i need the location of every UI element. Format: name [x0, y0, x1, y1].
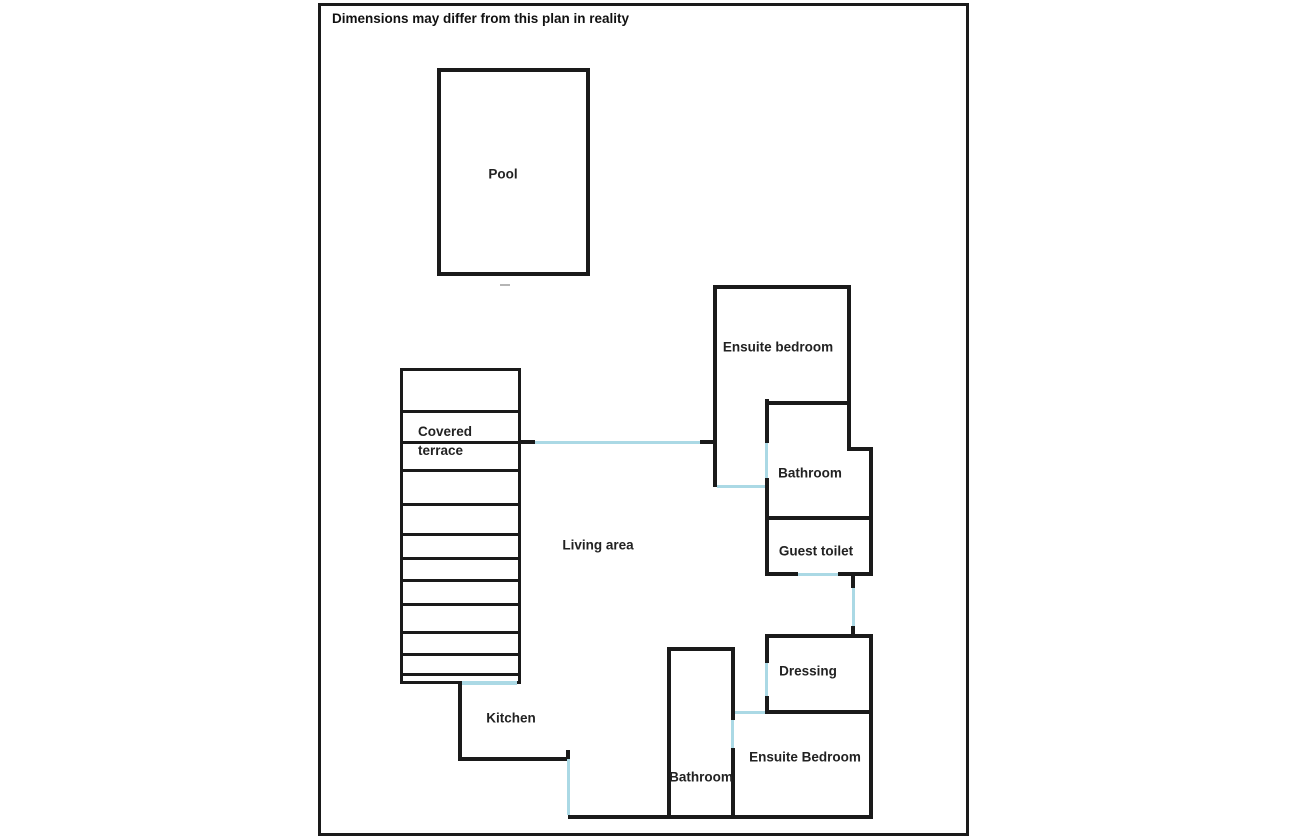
door-opening-terrace-kitchen — [462, 681, 517, 685]
pool-outline — [437, 68, 590, 276]
wall-segment — [700, 440, 714, 444]
wall-segment — [566, 750, 570, 759]
plan-border — [318, 3, 969, 836]
wall-segment — [847, 285, 851, 451]
terrace-slat-line — [400, 603, 521, 606]
door-opening-bathroom-top — [765, 443, 768, 478]
door-opening-ensuite-bedroom-bottom — [735, 711, 765, 714]
wall-segment — [869, 634, 873, 714]
wall-segment — [519, 440, 535, 444]
door-opening-dressing — [765, 663, 768, 696]
room-label-bathroom-bottom: Bathroom — [669, 769, 733, 785]
wall-segment — [765, 710, 873, 714]
wall-segment — [458, 682, 462, 761]
door-opening-corridor — [852, 588, 855, 627]
room-label-bathroom-top: Bathroom — [778, 465, 842, 481]
room-label-ensuite-bedroom-bottom: Ensuite Bedroom — [749, 749, 861, 765]
wall-segment — [767, 634, 871, 638]
room-label-kitchen: Kitchen — [486, 710, 536, 726]
wall-segment — [767, 401, 851, 405]
terrace-slat-line — [400, 410, 521, 413]
wall-segment — [838, 572, 873, 576]
wall-segment — [765, 399, 769, 443]
plan-disclaimer: Dimensions may differ from this plan in … — [332, 11, 630, 26]
wall-segment — [667, 647, 735, 651]
room-label-covered-terrace-2: terrace — [418, 443, 464, 458]
wall-segment — [765, 572, 798, 576]
door-opening-ensuite-bedroom-top — [717, 485, 765, 488]
door-opening-kitchen — [567, 759, 570, 815]
wall-segment — [713, 285, 717, 487]
terrace-slat-line — [400, 503, 521, 506]
wall-segment — [851, 626, 855, 637]
wall-segment — [765, 478, 769, 576]
wall-segment — [765, 696, 769, 713]
terrace-slat-line — [400, 653, 521, 656]
terrace-slat-line — [400, 533, 521, 536]
terrace-slat-line — [400, 441, 521, 444]
room-label-guest-toilet: Guest toilet — [778, 543, 854, 559]
wall-segment — [458, 757, 570, 761]
terrace-slat-line — [400, 557, 521, 560]
pool-edge-mark — [500, 284, 510, 286]
terrace-slat-line — [400, 673, 521, 676]
wall-segment — [765, 634, 769, 663]
wall-segment — [731, 647, 735, 720]
door-opening-guest-toilet — [798, 573, 838, 576]
door-opening-living-area — [535, 441, 702, 444]
terrace-slat-line — [400, 631, 521, 634]
wall-segment — [767, 516, 871, 520]
door-opening-bathroom-bottom — [731, 720, 734, 748]
wall-segment — [731, 748, 735, 819]
terrace-outline — [400, 368, 521, 684]
wall-segment — [713, 285, 851, 289]
terrace-slat-line — [400, 469, 521, 472]
room-label-covered-terrace-1: Covered — [418, 424, 473, 439]
room-label-pool: Pool — [488, 166, 518, 182]
wall-segment — [667, 647, 671, 819]
room-label-living-area: Living area — [562, 537, 634, 553]
wall-segment — [851, 575, 855, 588]
wall-segment — [869, 447, 873, 576]
wall-segment — [847, 447, 873, 451]
room-label-ensuite-bedroom-top: Ensuite bedroom — [722, 339, 834, 355]
wall-segment — [568, 815, 873, 819]
room-label-dressing: Dressing — [779, 663, 837, 679]
terrace-slat-line — [400, 579, 521, 582]
wall-segment — [869, 710, 873, 819]
